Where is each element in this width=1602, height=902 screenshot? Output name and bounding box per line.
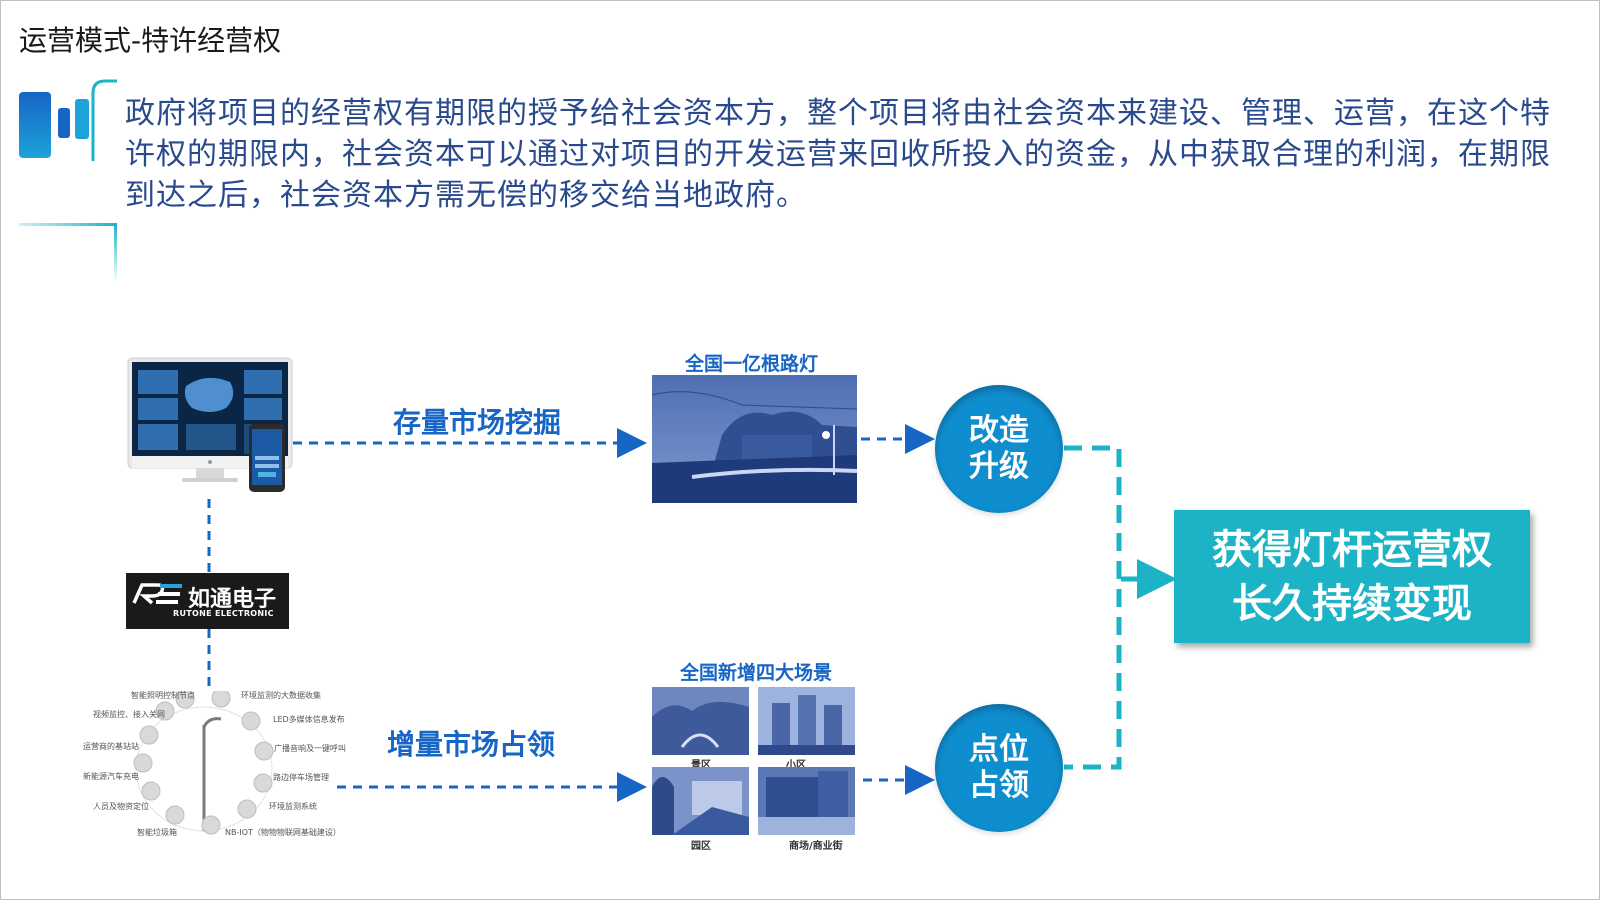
result-box: 获得灯杆运营权 长久持续变现 [1174,510,1530,643]
iot-label-8: 路边停车场管理 [273,773,329,782]
deco-line-h [19,223,117,226]
iot-ring-illustration [133,691,274,835]
monitor-phone-illustration [127,357,293,492]
iot-label-6: NB-IOT（物物物联网基础建设） [225,828,341,837]
deco-bar-small [58,108,70,138]
stock-market-label: 存量市场挖掘 [393,406,562,439]
iot-label-0: 智能照明控制节点 [131,691,195,700]
deco-line-v [114,223,117,283]
streetlight-photo [652,375,857,503]
renovate-circle: 改造 升级 [935,385,1063,513]
teal-bracket [1064,445,1122,770]
renovate-line1: 改造 [969,413,1029,448]
scene-cap-mall: 商场/商业街 [789,841,843,852]
result-line2: 长久持续变现 [1232,580,1472,627]
iot-label-11: 环境监测的大数据收集 [241,691,321,700]
scene-photo-residential [758,687,855,755]
scene-photo-scenic [652,687,749,755]
iot-label-4: 人员及物资定位 [93,802,149,811]
increment-market-label: 增量市场占领 [387,728,556,761]
page-title: 运营模式-特许经营权 [19,24,282,57]
iot-label-2: 运营商的基站站 [83,742,139,751]
result-line1: 获得灯杆运营权 [1212,526,1492,573]
scene-cap-scenic: 景区 [691,760,711,771]
logo-sub: RUTONE ELECTRONIC [173,609,274,618]
occupy-line1: 点位 [969,732,1029,767]
scene-cap-park: 园区 [691,841,711,852]
deco-hook [91,79,117,161]
iot-label-7: 环境监测系统 [269,802,317,811]
logo-mark-icon [132,583,182,605]
rutone-logo: 如通电子 RUTONE ELECTRONIC [126,573,289,629]
iot-label-3: 新能源汽车充电 [83,772,139,781]
scene-photo-mall [758,767,855,835]
logo-name: 如通电子 [188,587,277,612]
intro-paragraph: 政府将项目的经营权有期限的授予给社会资本方，整个项目将由社会资本来建设、管理、运… [125,96,1551,213]
iot-label-1: 视频监控、接入关网 [93,710,165,719]
decorative-bars [19,79,117,283]
scene-photo-park [652,767,749,835]
deco-bar-mid [75,99,89,139]
iot-label-9: 广播音响及一键呼叫 [274,744,346,753]
occupy-line2: 占领 [969,768,1029,803]
scene-cap-residential: 小区 [786,760,806,771]
occupy-circle: 点位 占领 [935,704,1063,832]
iot-label-10: LED多媒体信息发布 [273,715,345,724]
deco-bar-large [19,92,51,158]
top-scene-title: 全国一亿根路灯 [685,353,819,375]
bottom-scene-title: 全国新增四大场景 [680,662,833,684]
iot-label-5: 智能垃圾箱 [137,828,177,837]
renovate-line2: 升级 [969,449,1029,484]
